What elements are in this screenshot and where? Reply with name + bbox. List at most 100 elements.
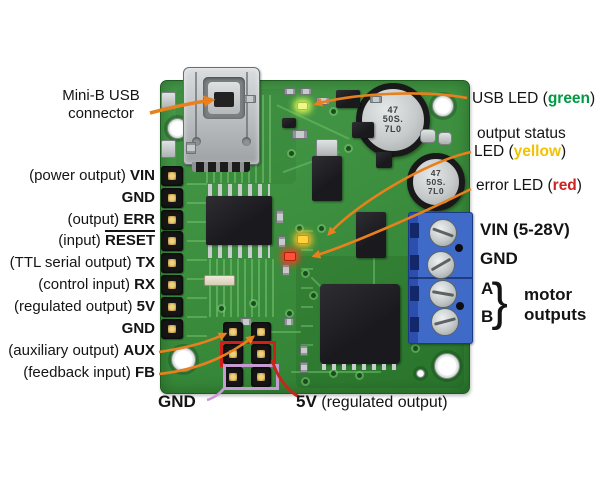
5v-rest: (regulated output): [316, 394, 448, 411]
driver-legs: [322, 364, 398, 370]
label-vin: (power output) VIN: [29, 167, 155, 185]
transistor: [376, 152, 392, 168]
regulator-tab: [316, 139, 338, 157]
resistor: [284, 318, 294, 326]
via: [346, 146, 351, 151]
pin-desc: (feedback input): [23, 364, 131, 381]
pin-name: GND: [121, 320, 155, 337]
transistor: [336, 90, 360, 108]
resonator: [204, 275, 235, 286]
pin-name: GND: [121, 189, 155, 206]
status-led-color-word: yellow: [513, 143, 562, 160]
via: [287, 311, 292, 316]
pin-name: TX: [135, 254, 155, 271]
usb-led-color-word: green: [547, 90, 591, 107]
label-usb-led: USB LED (green): [472, 90, 595, 108]
via: [297, 226, 302, 231]
pin-desc: (output): [67, 211, 120, 228]
terminal-slot: [410, 223, 419, 238]
capacitor-marking: 50S.: [382, 114, 404, 125]
resistor: [316, 97, 330, 105]
label-gnd-1: GND: [122, 189, 155, 207]
label-aux: (auxiliary output) AUX: [8, 342, 155, 360]
label-status-led-line2: LED (yellow): [474, 143, 566, 161]
pin-gnd-2: [161, 319, 183, 339]
resistor: [284, 88, 296, 95]
capacitor-2: 47 50S. 7L0: [407, 153, 465, 211]
capacitor-1: 47 50S. 7L0: [356, 83, 430, 157]
resistor: [300, 88, 312, 95]
usb-port-contact: [214, 92, 234, 107]
small-capacitor: [438, 132, 452, 145]
pin-vin: [161, 166, 183, 186]
terminal-dot: [455, 244, 463, 252]
usb-groove: [195, 72, 197, 144]
via: [219, 306, 224, 311]
usb-solder-legs: [192, 162, 250, 172]
small-capacitor: [420, 129, 436, 143]
label-5v: (regulated output) 5V: [14, 298, 155, 316]
terminal-screw-vin: [429, 219, 457, 247]
status-led-text: output status: [477, 125, 566, 142]
resistor: [300, 345, 308, 356]
error-led-text: error LED (: [476, 177, 553, 194]
label-error-led: error LED (red): [476, 177, 582, 195]
via: [331, 109, 336, 114]
via: [357, 373, 362, 378]
mcu-legs-bottom: [208, 245, 270, 258]
pin-aux: [223, 322, 243, 342]
error-led-color-word: red: [552, 177, 577, 194]
via: [303, 379, 308, 384]
pin-tx: [161, 253, 183, 273]
label-motor-a: A: [481, 279, 494, 298]
label-usb-connector: Mini-B USB connector: [48, 87, 154, 123]
pin-5v-b: [251, 344, 271, 364]
terminal-slot: [410, 255, 419, 270]
resistor: [244, 95, 256, 103]
pcb-trace: [251, 331, 301, 333]
usb-dimple: [242, 137, 251, 146]
pin-fb: [251, 322, 271, 342]
mounting-hole-small: [416, 369, 425, 378]
pin-name: RESET: [104, 232, 155, 249]
violet-outline-gnd-pins: [223, 364, 279, 390]
usb-groove: [246, 72, 248, 144]
pin-name: ERR: [123, 211, 155, 228]
capacitor-marking: 7L0: [427, 185, 445, 196]
pin-gnd-1: [161, 188, 183, 208]
5v-bold: 5V: [296, 392, 317, 411]
label-reset: (input) RESET: [58, 232, 155, 250]
status-led-text: ): [561, 143, 567, 160]
capacitor-marking: 7L0: [384, 123, 402, 134]
status-led-text: LED (: [474, 143, 514, 160]
regulator-chip: [312, 156, 342, 201]
resistor: [282, 264, 290, 276]
terminal-screw-a: [429, 280, 457, 308]
label-err: (output) ERR: [67, 211, 155, 229]
label-outputs-word: outputs: [524, 305, 587, 324]
pin-name: VIN: [129, 167, 155, 184]
usb-led-text: ): [590, 90, 596, 107]
pin-err: [161, 210, 183, 230]
solder-pad: [161, 140, 176, 158]
via: [413, 346, 418, 351]
motor-driver-chip: [320, 284, 400, 364]
label-fb: (feedback input) FB: [23, 364, 155, 382]
terminal-slot: [410, 286, 419, 301]
via: [331, 371, 336, 376]
capacitor-marking: 47: [387, 104, 399, 115]
mounting-hole-bottom-right: [434, 353, 460, 379]
via: [251, 301, 256, 306]
pin-desc: (auxiliary output): [8, 342, 120, 359]
pin-name: 5V: [136, 298, 155, 315]
pin-desc: (control input): [38, 276, 130, 293]
terminal-slot: [410, 317, 419, 332]
label-tx: (TTL serial output) TX: [10, 254, 155, 272]
label-motor-word: motor: [524, 285, 573, 304]
mcu-legs-top: [208, 184, 270, 197]
pin-desc: (TTL serial output): [9, 254, 132, 271]
solder-pad: [161, 92, 176, 109]
terminal-dot: [456, 302, 464, 310]
resistor: [300, 362, 308, 373]
terminal-screw-gnd: [427, 251, 455, 279]
